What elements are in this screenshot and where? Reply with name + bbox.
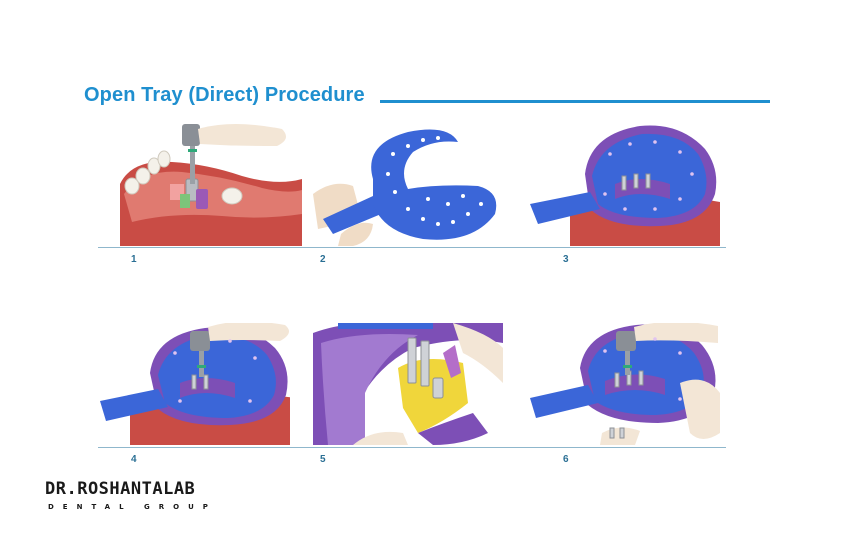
step-4-illustration <box>100 323 290 445</box>
perforated-tray-image <box>313 129 497 246</box>
impression-copings-image <box>313 323 503 445</box>
page-title: Open Tray (Direct) Procedure <box>84 84 365 106</box>
step-6-baseline <box>514 447 726 448</box>
logo-subtitle: DENTAL GROUP <box>48 503 217 511</box>
step-1-illustration <box>112 124 302 246</box>
step-2-number: 2 <box>320 254 326 265</box>
step-3-illustration <box>530 124 720 246</box>
jaw-with-implants-image <box>120 124 302 246</box>
step-5-number: 5 <box>320 454 326 465</box>
step-3-number: 3 <box>563 254 569 265</box>
step-1-number: 1 <box>131 254 137 265</box>
step-5-baseline <box>304 447 516 448</box>
unscrewing-through-tray-image <box>100 323 290 445</box>
step-6-number: 6 <box>563 454 569 465</box>
step-2-baseline <box>304 247 516 248</box>
step-2-illustration <box>313 124 503 246</box>
logo-title: DR.ROSHANTALAB <box>45 479 196 499</box>
step-4-number: 4 <box>131 454 137 465</box>
brand-logo: DR.ROSHANTALAB DENTAL GROUP <box>45 479 208 519</box>
title-underline <box>380 100 770 103</box>
step-5-illustration <box>313 323 503 445</box>
header: Open Tray (Direct) Procedure <box>84 84 774 110</box>
step-6-illustration <box>530 323 720 445</box>
tray-removed-image <box>530 323 720 445</box>
step-1-baseline <box>98 247 304 248</box>
step-3-baseline <box>514 247 726 248</box>
step-4-baseline <box>98 447 304 448</box>
tray-seated-image <box>530 125 720 246</box>
